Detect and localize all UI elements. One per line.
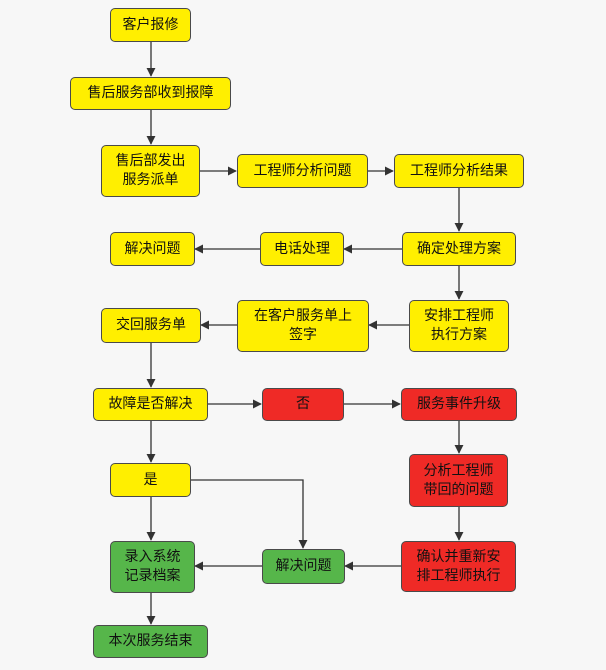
node-customer-sign: 在客户服务单上 签字 [237,300,369,352]
node-customer-report: 客户报修 [110,8,191,42]
node-reassign: 确认并重新安 排工程师执行 [401,541,516,592]
node-is-resolved: 故障是否解决 [93,388,208,421]
node-escalate: 服务事件升级 [401,388,517,421]
node-no: 否 [262,388,344,421]
node-assign-engineer: 安排工程师 执行方案 [409,300,509,352]
node-engineer-result: 工程师分析结果 [394,154,524,188]
node-resolve-final: 解决问题 [262,549,345,584]
node-resolve-phone: 解决问题 [110,232,195,266]
node-engineer-analyze: 工程师分析问题 [237,154,368,188]
edge-yes-to-resolve [191,479,308,549]
node-record: 录入系统 记录档案 [110,541,195,593]
node-decide-plan: 确定处理方案 [402,232,516,266]
node-return-order: 交回服务单 [101,308,201,343]
node-aftersales-receive: 售后服务部收到报障 [70,77,231,110]
node-yes: 是 [110,463,191,497]
node-end: 本次服务结束 [93,625,208,658]
node-phone-handle: 电话处理 [260,232,344,266]
node-analyze-back: 分析工程师 带回的问题 [409,454,508,507]
node-issue-order: 售后部发出 服务派单 [101,145,200,197]
